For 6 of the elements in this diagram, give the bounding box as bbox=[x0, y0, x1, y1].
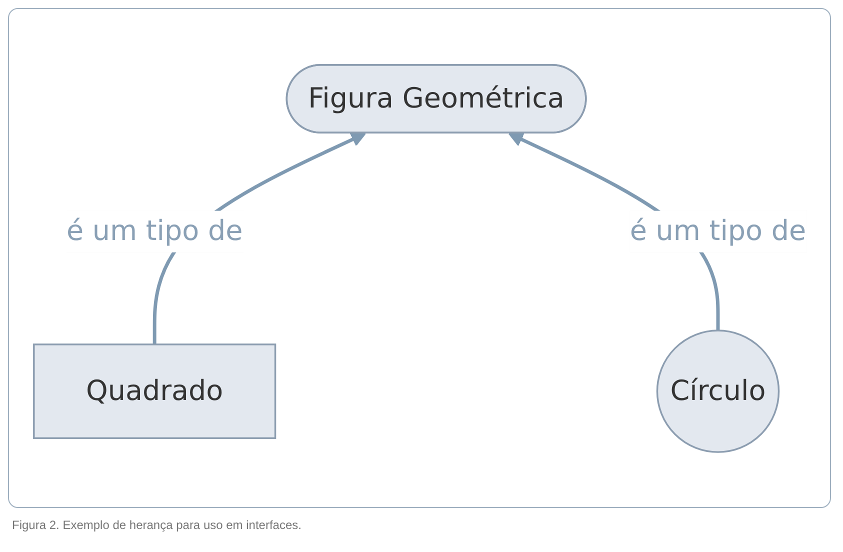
figure-caption: Figura 2. Exemplo de herança para uso em interfaces. bbox=[12, 518, 302, 532]
edge-label: é um tipo de bbox=[66, 214, 243, 247]
square-node: Quadrado bbox=[33, 343, 276, 439]
edge-label: é um tipo de bbox=[630, 214, 806, 247]
circle-node: Círculo bbox=[656, 329, 780, 452]
ellipse-node: Figura Geométrica bbox=[286, 64, 587, 133]
